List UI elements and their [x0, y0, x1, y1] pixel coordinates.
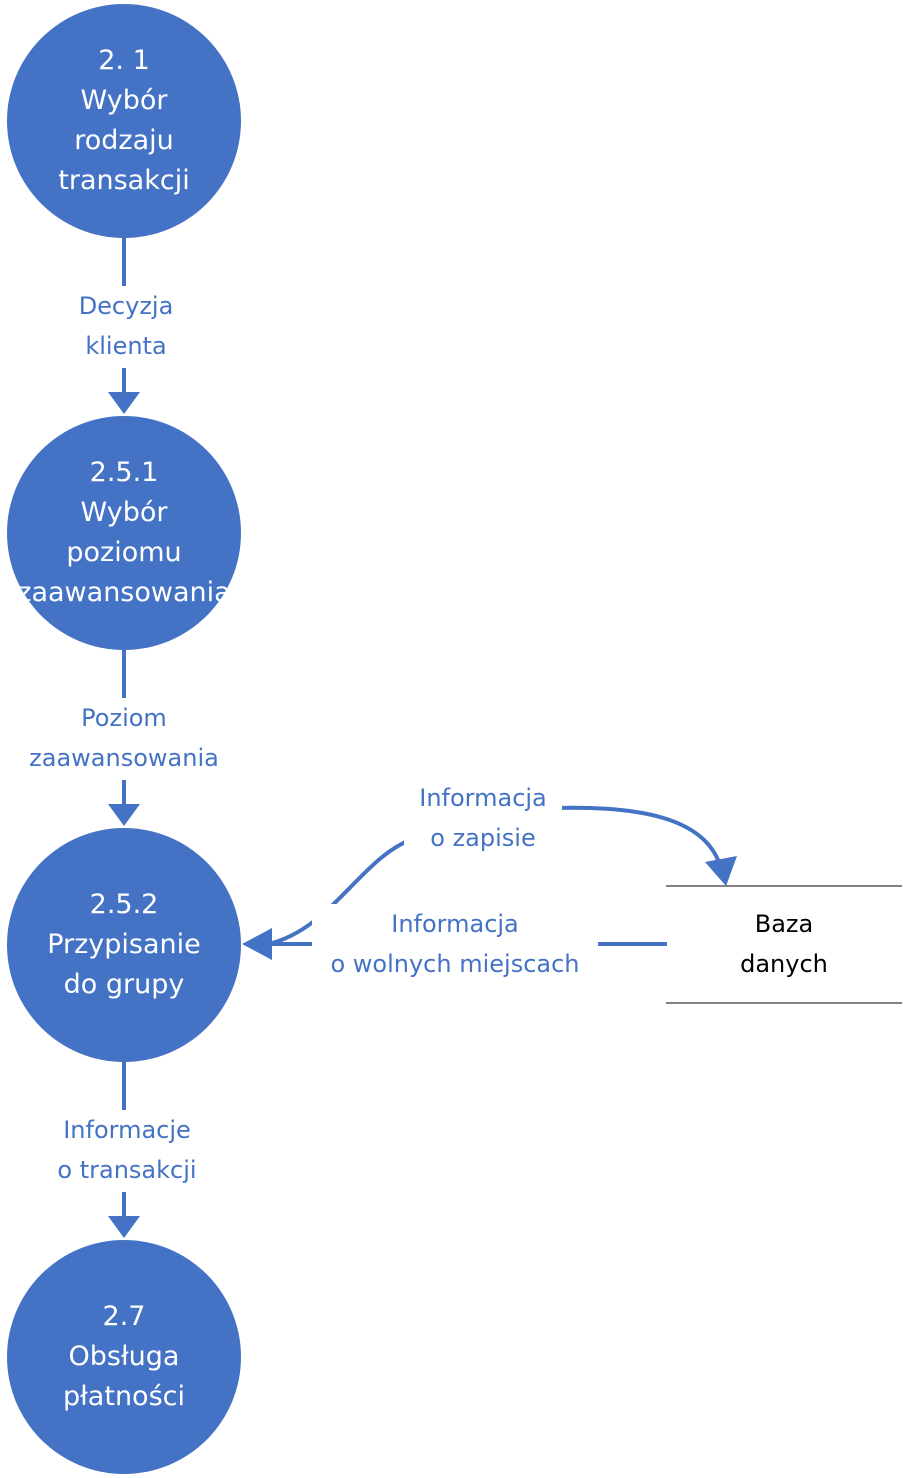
flow-label-poziom-line-1: Poziom	[81, 704, 167, 732]
flow-zapis-arrowhead	[705, 856, 737, 886]
data-store-line-1: Baza	[754, 910, 814, 938]
data-store-line-2: danych	[740, 950, 828, 978]
flow-label-decyzja-klienta: Decyzja klienta	[44, 286, 208, 366]
process-2-1-number: 2. 1	[98, 45, 150, 76]
process-2-1: 2. 1 Wybór rodzaju transakcji	[7, 4, 241, 238]
flow-label-wolne-line-2: o wolnych miejscach	[330, 950, 580, 978]
process-2-7: 2.7 Obsługa płatności	[7, 1240, 241, 1474]
process-2-1-line-3: transakcji	[58, 165, 190, 196]
flow-transakcja-arrowhead	[108, 1216, 140, 1238]
process-2-5-1: 2.5.1 Wybór poziomu zaawansowania	[7, 416, 241, 650]
process-2-5-1-line-3: zaawansowania	[17, 577, 231, 608]
flow-label-transakcja-line-2: o transakcji	[57, 1156, 197, 1184]
flow-label-poziom-zaawansowania: Poziom zaawansowania	[14, 698, 234, 778]
flow-label-decyzja-line-1: Decyzja	[78, 292, 174, 320]
flow-zapis-curve-right	[555, 805, 720, 861]
process-2-7-line-1: Obsługa	[68, 1341, 180, 1372]
process-2-1-line-1: Wybór	[80, 85, 168, 116]
flow-label-informacja-o-zapisie: Informacja o zapisie	[404, 778, 562, 858]
flow-label-transakcja-line-1: Informacje	[63, 1116, 191, 1144]
process-2-5-1-line-1: Wybór	[80, 497, 168, 528]
process-2-1-line-2: rodzaju	[74, 125, 174, 156]
data-store-baza-danych: Baza danych	[666, 904, 902, 984]
process-2-5-2-line-2: do grupy	[63, 969, 185, 1000]
flow-label-informacja-o-wolnych-miejscach: Informacja o wolnych miejscach	[312, 904, 598, 984]
process-2-5-2-number: 2.5.2	[89, 889, 159, 920]
process-2-5-1-line-2: poziomu	[66, 537, 182, 568]
flow-decyzja-arrowhead	[108, 392, 140, 414]
process-2-5-2: 2.5.2 Przypisanie do grupy	[7, 828, 241, 1062]
flow-label-zapis-line-2: o zapisie	[430, 824, 536, 852]
flow-label-zapis-line-1: Informacja	[419, 784, 547, 812]
flow-label-wolne-line-1: Informacja	[391, 910, 519, 938]
flow-zapis-curve-left	[267, 838, 411, 946]
flow-label-decyzja-line-2: klienta	[85, 332, 167, 360]
process-2-7-line-2: płatności	[63, 1381, 185, 1412]
flow-wolne-arrowhead	[242, 928, 272, 960]
flow-poziom-arrowhead	[108, 804, 140, 826]
process-2-7-number: 2.7	[102, 1301, 146, 1332]
flow-label-informacje-o-transakcji: Informacje o transakcji	[40, 1110, 214, 1190]
process-2-5-2-line-1: Przypisanie	[47, 929, 201, 960]
process-2-5-1-number: 2.5.1	[89, 457, 159, 488]
flow-label-poziom-line-2: zaawansowania	[29, 744, 219, 772]
